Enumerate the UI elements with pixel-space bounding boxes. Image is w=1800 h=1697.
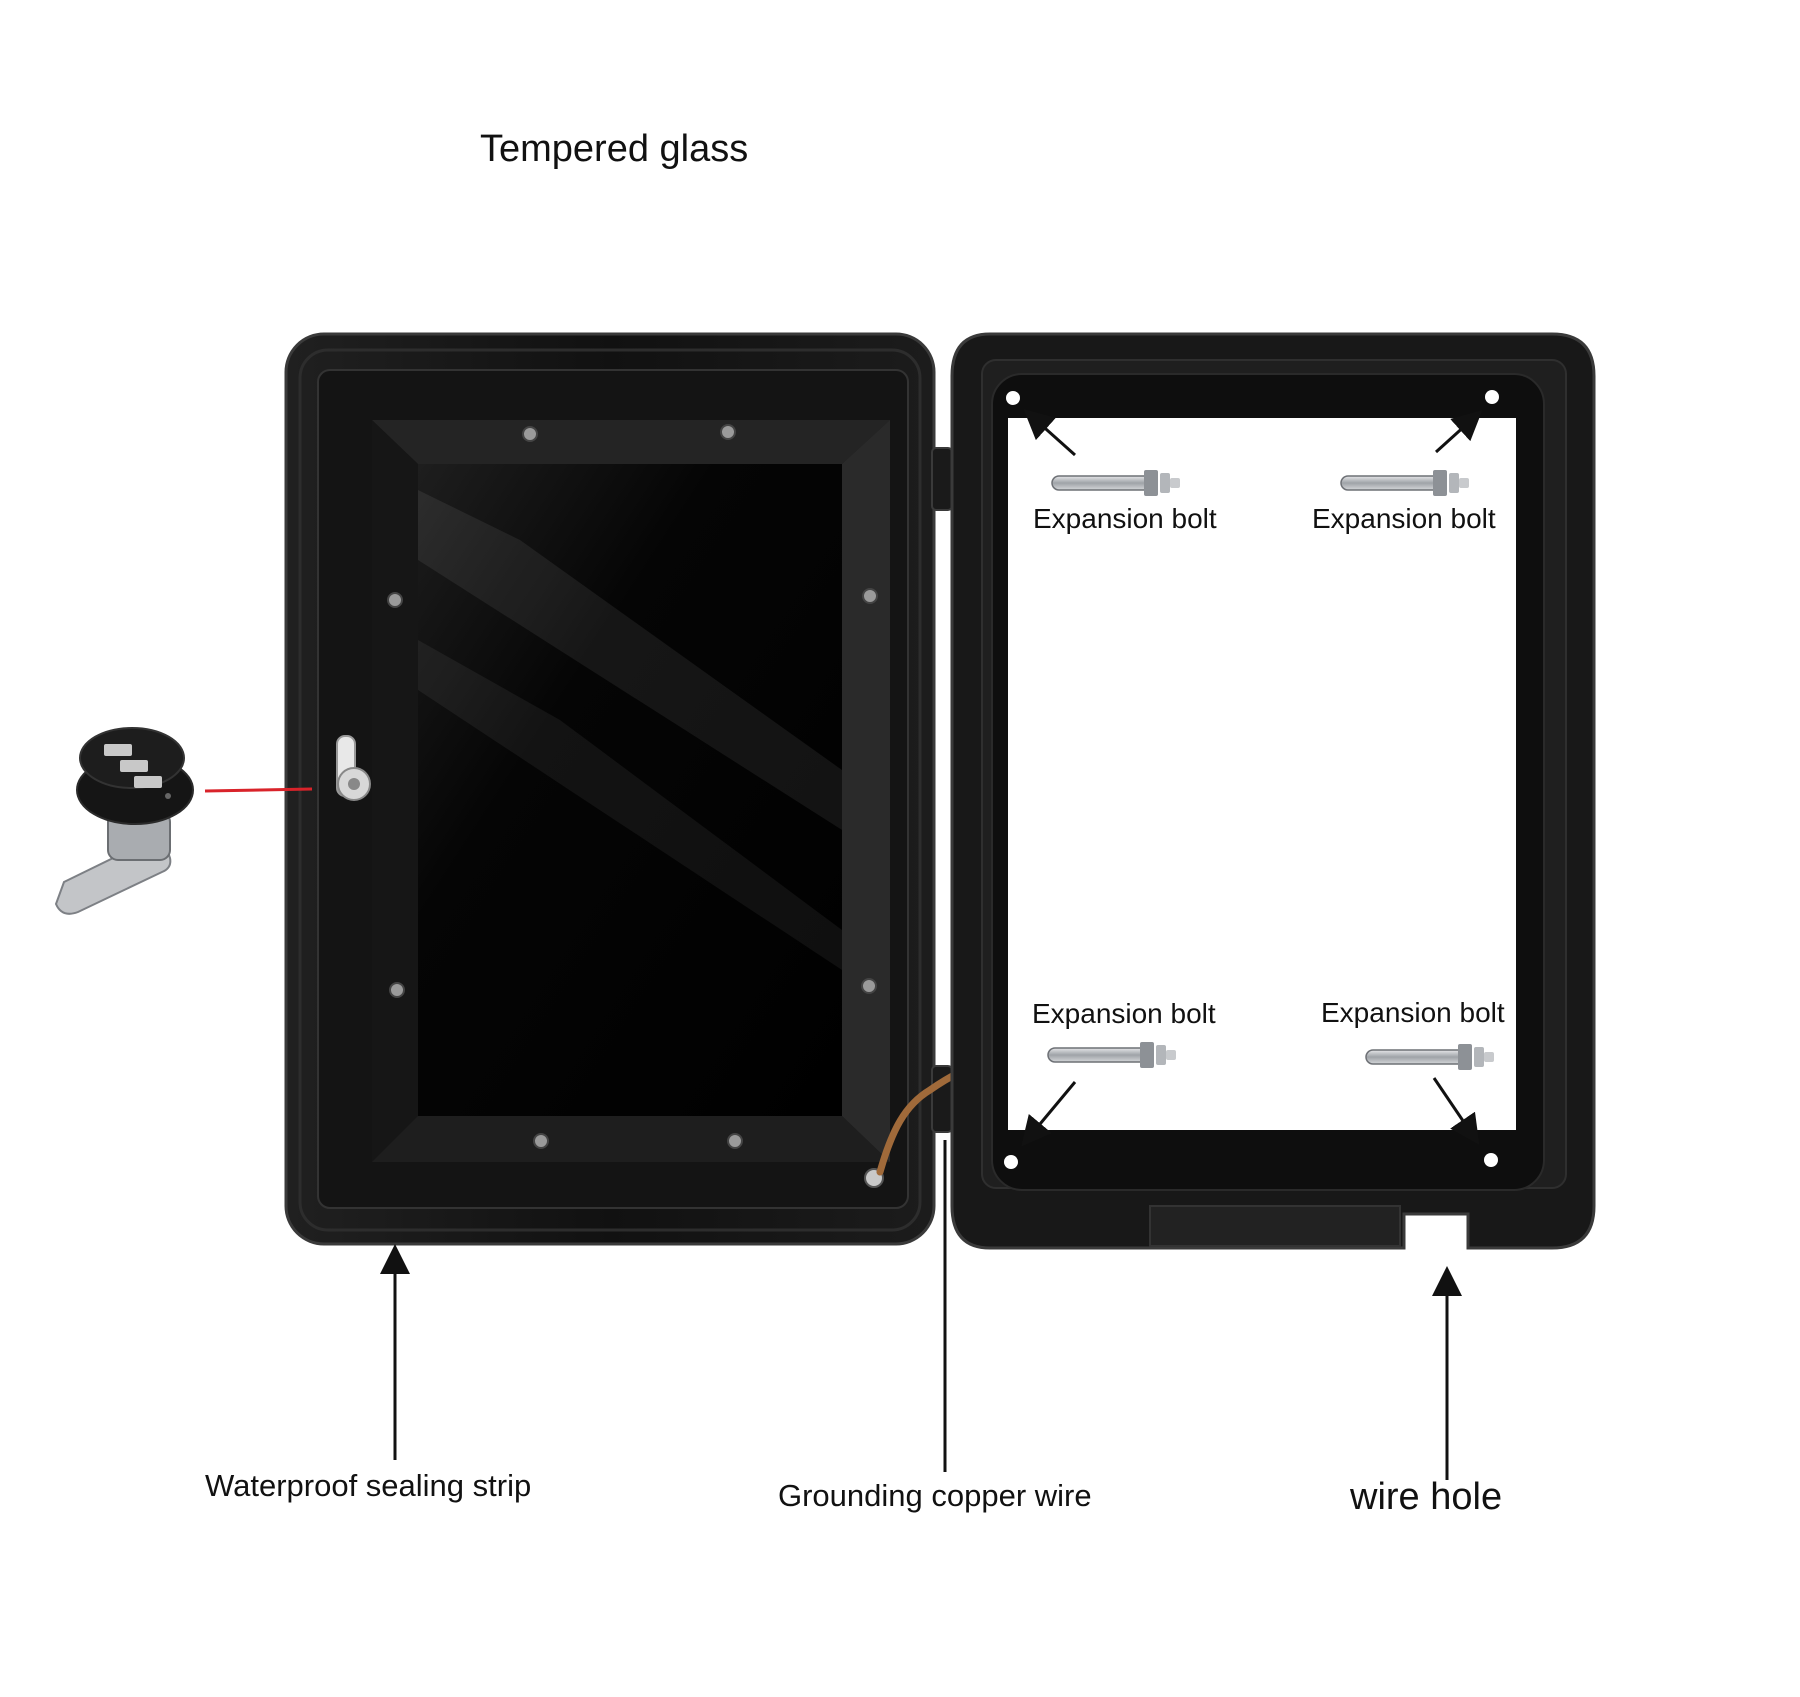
expansion-bolt-label: Expansion bolt — [1312, 503, 1496, 534]
waterproof-strip-label: Waterproof sealing strip — [205, 1468, 532, 1503]
cabinet-door — [284, 332, 936, 1246]
arrow-icon — [1434, 409, 1483, 454]
screw-icon — [387, 424, 878, 1149]
lock-pointer-line — [204, 787, 313, 793]
wire-hole-label: wire hole — [1350, 1476, 1503, 1518]
expansion-bolt-icon — [1340, 470, 1469, 496]
tempered-glass-label: Tempered glass — [480, 128, 749, 170]
grounding-wire-label: Grounding copper wire — [778, 1478, 1092, 1513]
combination-lock-icon — [54, 727, 194, 915]
expansion-bolt-icon — [1047, 1042, 1176, 1068]
expansion-bolt-label: Expansion bolt — [1032, 998, 1216, 1029]
expansion-bolt-label: Expansion bolt — [1321, 997, 1505, 1028]
wire-hole-channel — [1149, 1205, 1401, 1247]
arrow-icon — [1432, 1077, 1480, 1145]
expansion-bolt-label: Expansion bolt — [1033, 503, 1217, 534]
arrow-icon — [1021, 1081, 1077, 1147]
door-latch — [336, 735, 371, 801]
tempered-glass-panel — [418, 464, 842, 1116]
arrow-icon — [1023, 409, 1076, 457]
expansion-bolt-icon — [1051, 470, 1180, 496]
expansion-bolt-icon — [1365, 1044, 1494, 1070]
cabinet-body — [950, 332, 1596, 1250]
mounting-hole — [1004, 390, 1499, 1169]
back-mounting-panel — [1008, 418, 1516, 1130]
